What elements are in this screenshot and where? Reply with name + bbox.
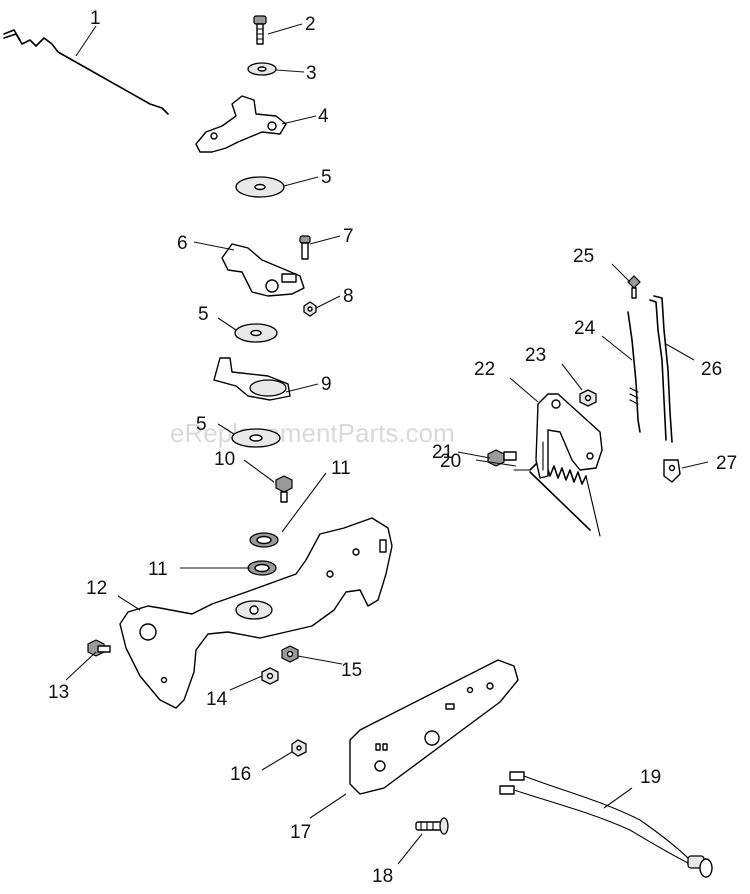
part-2-screw[interactable] — [253, 15, 267, 45]
part-19-wire-harness[interactable] — [499, 771, 713, 878]
callout-6: 6 — [177, 233, 188, 254]
part-13-screw[interactable] — [87, 639, 111, 657]
callout-15: 15 — [341, 660, 362, 681]
part-20-spring[interactable] — [513, 461, 601, 537]
callout-5-top: 5 — [321, 167, 332, 188]
callout-27: 27 — [716, 453, 737, 474]
leader-lines — [65, 23, 709, 865]
callout-21: 21 — [432, 442, 453, 463]
part-25-screw[interactable] — [627, 275, 641, 299]
part-11-bushing-bottom[interactable] — [247, 560, 277, 576]
callout-14: 14 — [206, 689, 228, 710]
part-16-nut[interactable] — [291, 739, 307, 757]
callout-22: 22 — [474, 359, 495, 380]
part-5-washer-bottom[interactable] — [231, 428, 281, 448]
part-4-lever[interactable] — [195, 95, 287, 153]
callout-20: 20 — [440, 451, 461, 472]
callout-17: 17 — [290, 822, 311, 843]
part-5-washer-middle[interactable] — [234, 323, 278, 343]
part-10-bolt[interactable] — [275, 475, 293, 503]
callout-9: 9 — [321, 374, 332, 395]
callout-16: 16 — [230, 764, 251, 785]
callout-19: 19 — [640, 767, 661, 788]
callout-11-bottom: 11 — [148, 559, 168, 580]
part-9-bracket[interactable] — [213, 357, 291, 401]
part-3-washer[interactable] — [247, 62, 277, 76]
callout-26: 26 — [701, 359, 722, 380]
callout-10: 10 — [214, 449, 235, 470]
callout-12: 12 — [86, 578, 107, 599]
part-24-cable[interactable] — [627, 311, 641, 433]
part-6-control-lever[interactable] — [221, 243, 305, 297]
callout-24: 24 — [574, 318, 596, 339]
callout-4: 4 — [318, 106, 329, 127]
callout-23: 23 — [525, 345, 546, 366]
part-26-rod[interactable] — [649, 295, 673, 443]
callout-11-top: 11 — [331, 458, 351, 479]
part-5-washer-top[interactable] — [235, 176, 285, 198]
callout-25: 25 — [573, 246, 594, 267]
callout-7: 7 — [343, 226, 354, 247]
part-22-bracket-arm[interactable] — [535, 393, 603, 479]
callout-2: 2 — [305, 14, 316, 35]
callout-3: 3 — [306, 63, 317, 84]
part-7-screw[interactable] — [299, 235, 311, 260]
part-17-control-plate[interactable] — [349, 659, 519, 795]
part-11-bushing-top[interactable] — [249, 532, 279, 548]
part-23-nut[interactable] — [579, 389, 597, 407]
callout-5-middle: 5 — [198, 304, 209, 325]
part-18-bolt[interactable] — [415, 817, 449, 835]
callout-5-bottom: 5 — [196, 414, 207, 435]
part-8-nut[interactable] — [303, 301, 317, 317]
part-14-nut[interactable] — [261, 667, 279, 685]
part-1-linkage-rod[interactable] — [3, 29, 169, 115]
part-15-nut[interactable] — [281, 645, 299, 663]
part-27-clip[interactable] — [663, 459, 681, 483]
callout-numbers: 1 2 3 4 5 6 7 8 5 9 5 10 11 11 12 13 14 … — [48, 8, 737, 887]
callout-8: 8 — [343, 286, 354, 307]
callout-13: 13 — [48, 682, 69, 703]
watermark-text: eReplacementParts.com — [170, 418, 455, 448]
part-12-control-bracket[interactable] — [119, 517, 393, 709]
callout-18: 18 — [372, 866, 393, 887]
callout-1: 1 — [90, 8, 101, 29]
